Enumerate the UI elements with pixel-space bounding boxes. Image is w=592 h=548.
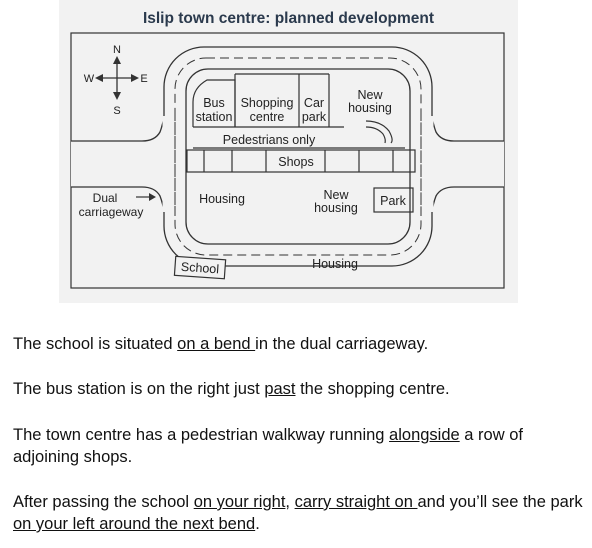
label-dual-carriageway-line2: carriageway bbox=[79, 205, 144, 219]
text-run: a row of adjoining shops. bbox=[13, 426, 523, 466]
label-new-housing-ne-line2: housing bbox=[348, 101, 392, 115]
label-housing-south: Housing bbox=[312, 257, 358, 271]
text-run: The bus station is on the right just bbox=[13, 380, 265, 398]
sentence-walkway: The town centre has a pedestrian walkway… bbox=[13, 424, 588, 468]
underlined-phrase: alongside bbox=[389, 426, 460, 444]
sentence-directions: After passing the school on your right, … bbox=[13, 491, 588, 535]
text-run: The school is situated bbox=[13, 335, 178, 353]
label-shops: Shops bbox=[278, 155, 313, 169]
label-school: School bbox=[180, 260, 219, 277]
compass-icon bbox=[95, 56, 139, 100]
label-pedestrians-only: Pedestrians only bbox=[223, 133, 316, 147]
school-box bbox=[173, 255, 227, 280]
text-run: The town centre has a pedestrian walkway… bbox=[13, 426, 390, 444]
label-bus-station-line1: Bus bbox=[203, 96, 225, 110]
sentence-bus-station: The bus station is on the right just pas… bbox=[13, 378, 588, 400]
label-new-housing-centre-line2: housing bbox=[314, 201, 358, 215]
park-box bbox=[373, 187, 414, 213]
text-run: After passing the school bbox=[13, 493, 194, 511]
compass-west: W bbox=[84, 73, 95, 85]
underlined-phrase: on your left around the next bend bbox=[13, 515, 256, 533]
label-housing-west: Housing bbox=[199, 192, 245, 206]
map-title: Islip town centre: planned development bbox=[142, 10, 435, 27]
underlined-phrase: carry straight on bbox=[294, 493, 418, 511]
map-figure: Islip town centre: planned development bbox=[59, 0, 518, 303]
text-run: and you’ll see the park bbox=[417, 493, 583, 511]
shops-row bbox=[186, 149, 416, 173]
ring-road-inner-edge bbox=[185, 68, 411, 245]
label-dual-carriageway-line1: Dual bbox=[93, 191, 118, 205]
town-centre-map: N S E W Bus station Shopping centre Car … bbox=[70, 32, 505, 289]
underlined-phrase: past bbox=[264, 380, 296, 398]
building-row-north bbox=[192, 73, 344, 128]
text-run: , bbox=[285, 493, 295, 511]
compass-east: E bbox=[140, 73, 147, 85]
east-road bbox=[425, 115, 504, 213]
new-housing-access-road bbox=[365, 120, 393, 144]
label-new-housing-ne-line1: New bbox=[357, 88, 383, 102]
underlined-phrase: on a bend bbox=[177, 335, 256, 353]
label-shopping-centre-line2: centre bbox=[250, 110, 285, 124]
text-run: the shopping centre. bbox=[295, 380, 450, 398]
label-park: Park bbox=[380, 194, 406, 208]
west-road bbox=[71, 115, 172, 213]
underlined-phrase: on your right bbox=[193, 493, 286, 511]
label-bus-station-line2: station bbox=[196, 110, 233, 124]
label-car-park-line2: park bbox=[302, 110, 327, 124]
compass-north: N bbox=[113, 44, 121, 56]
text-run: in the dual carriageway. bbox=[255, 335, 429, 353]
label-new-housing-centre-line1: New bbox=[323, 188, 349, 202]
label-shopping-centre-line1: Shopping bbox=[241, 96, 294, 110]
compass-south: S bbox=[113, 105, 120, 117]
label-car-park-line1: Car bbox=[304, 96, 324, 110]
arrow-right-icon bbox=[136, 193, 156, 201]
sentence-school: The school is situated on a bend in the … bbox=[13, 333, 588, 355]
text-run: . bbox=[255, 515, 260, 533]
